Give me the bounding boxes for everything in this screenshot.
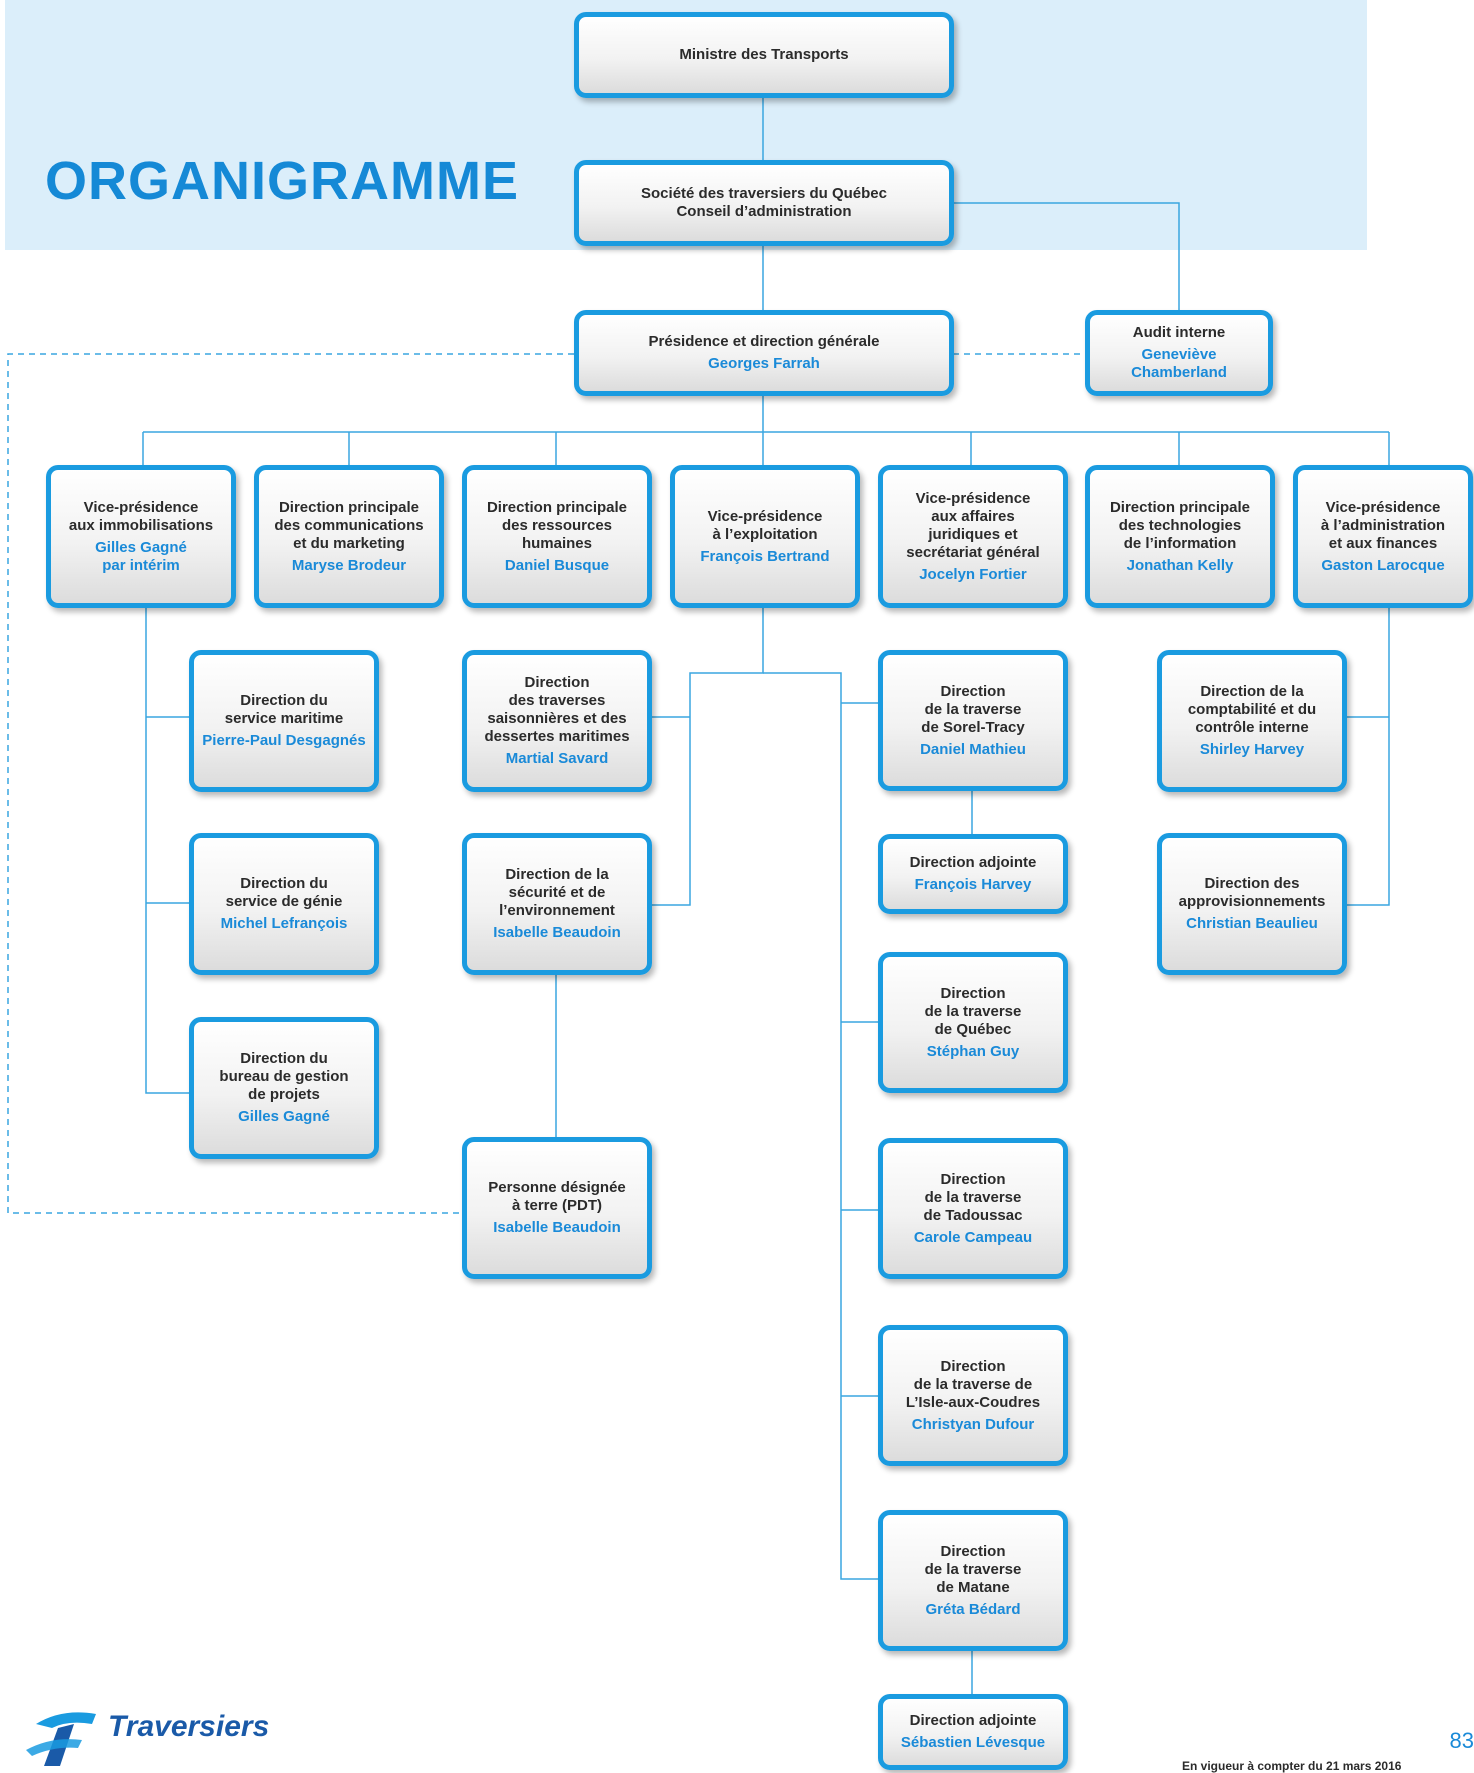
box-person-name: Daniel Mathieu xyxy=(920,740,1026,758)
dp-technologies-box[interactable]: Direction principale des technologies de… xyxy=(1085,465,1275,608)
vp-exploitation-box[interactable]: Vice-présidence à l’exploitation Françoi… xyxy=(670,465,860,608)
vp-administration-box[interactable]: Vice-présidence à l’administration et au… xyxy=(1293,465,1473,608)
box-title: Direction du service de génie xyxy=(225,875,343,910)
traverse-isle-aux-coudres-box[interactable]: Direction de la traverse de L’Isle-aux-C… xyxy=(878,1325,1068,1466)
traverse-sorel-tracy-box[interactable]: Direction de la traverse de Sorel-Tracy … xyxy=(878,650,1068,791)
traversiers-logo: Traversiers xyxy=(22,1706,292,1768)
conseil-box[interactable]: Société des traversiers du Québec Consei… xyxy=(574,160,954,246)
page-number: 83 xyxy=(1449,1728,1474,1753)
box-title: Direction du service maritime xyxy=(224,692,344,727)
securite-environnement-box[interactable]: Direction de la sécurité et de l’environ… xyxy=(462,833,652,975)
box-title: Direction de la traverse de Tadoussac xyxy=(923,1170,1023,1224)
personne-designee-terre-box[interactable]: Personne désignée à terre (PDT) Isabelle… xyxy=(462,1137,652,1279)
box-person-name: Martial Savard xyxy=(505,750,609,767)
comptabilite-controle-box[interactable]: Direction de la comptabilité et du contr… xyxy=(1157,650,1347,792)
box-title: Direction du bureau de gestion de projet… xyxy=(219,1050,349,1103)
box-person-name: Stéphan Guy xyxy=(926,1042,1020,1060)
box-title: Vice-présidence aux affaires juridiques … xyxy=(906,489,1040,561)
box-person-name: Isabelle Beaudoin xyxy=(493,1219,621,1236)
box-person-name: Georges Farrah xyxy=(708,355,820,372)
box-person-name: Shirley Harvey xyxy=(1199,741,1305,758)
box-title: Vice-présidence à l’exploitation xyxy=(707,507,823,543)
box-title: Ministre des Transports xyxy=(679,46,849,63)
box-title: Direction principale des technologies de… xyxy=(1109,498,1251,552)
audit-box[interactable]: Audit interne Geneviève Chamberland xyxy=(1085,310,1273,396)
box-person-name: Carole Campeau xyxy=(913,1228,1033,1246)
box-title: Direction adjointe xyxy=(909,1712,1037,1729)
box-person-name: Jocelyn Fortier xyxy=(919,565,1027,583)
logo-wordmark: Traversiers xyxy=(108,1710,270,1743)
box-person-name: Isabelle Beaudoin xyxy=(493,924,621,941)
box-title: Direction de la traverse de Québec xyxy=(924,984,1022,1038)
adjointe-matane-box[interactable]: Direction adjointe Sébastien Lévesque xyxy=(878,1694,1068,1770)
box-title: Direction adjointe xyxy=(909,854,1037,871)
box-title: Direction principale des communications … xyxy=(274,498,424,552)
vp-affaires-juridiques-box[interactable]: Vice-présidence aux affaires juridiques … xyxy=(878,465,1068,608)
box-person-name: Gilles Gagné par intérim xyxy=(95,538,187,574)
box-title: Direction de la traverse de L’Isle-aux-C… xyxy=(905,1357,1041,1411)
box-title: Direction de la traverse de Matane xyxy=(924,1542,1022,1596)
box-title: Direction principale des ressources huma… xyxy=(486,498,628,552)
box-title: Personne désignée à terre (PDT) xyxy=(488,1179,626,1214)
page-title: ORGANIGRAMME xyxy=(45,151,519,211)
dp-communications-box[interactable]: Direction principale des communications … xyxy=(254,465,444,608)
box-title: Société des traversiers du Québec Consei… xyxy=(641,185,887,220)
box-title: Direction de la comptabilité et du contr… xyxy=(1187,683,1317,736)
box-person-name: François Harvey xyxy=(914,876,1032,893)
box-title: Direction des traverses saisonnières et … xyxy=(484,674,630,745)
box-title: Présidence et direction générale xyxy=(648,333,880,350)
bureau-gestion-projets-box[interactable]: Direction du bureau de gestion de projet… xyxy=(189,1017,379,1159)
box-title: Direction de la traverse de Sorel-Tracy xyxy=(921,682,1025,736)
box-title: Audit interne xyxy=(1132,324,1226,341)
service-genie-box[interactable]: Direction du service de génie Michel Lef… xyxy=(189,833,379,975)
traverse-quebec-box[interactable]: Direction de la traverse de Québec Stéph… xyxy=(878,952,1068,1093)
adjointe-sorel-box[interactable]: Direction adjointe François Harvey xyxy=(878,834,1068,914)
traverses-saisonnieres-box[interactable]: Direction des traverses saisonnières et … xyxy=(462,650,652,792)
box-title: Vice-présidence aux immobilisations xyxy=(68,498,214,534)
box-person-name: François Bertrand xyxy=(700,547,830,565)
dp-ressources-humaines-box[interactable]: Direction principale des ressources huma… xyxy=(462,465,652,608)
box-person-name: Geneviève Chamberland xyxy=(1131,346,1227,381)
traverse-matane-box[interactable]: Direction de la traverse de Matane Gréta… xyxy=(878,1510,1068,1651)
box-person-name: Maryse Brodeur xyxy=(291,556,407,574)
box-person-name: Pierre-Paul Desgagnés xyxy=(202,732,366,749)
box-person-name: Gaston Larocque xyxy=(1321,556,1445,574)
traverse-tadoussac-box[interactable]: Direction de la traverse de Tadoussac Ca… xyxy=(878,1138,1068,1279)
stq-logo-icon xyxy=(26,1712,96,1766)
box-title: Direction de la sécurité et de l’environ… xyxy=(499,866,615,919)
box-person-name: Gilles Gagné xyxy=(238,1108,330,1125)
ministre-box[interactable]: Ministre des Transports xyxy=(574,12,954,98)
box-person-name: Michel Lefrançois xyxy=(220,915,348,932)
box-person-name: Christian Beaulieu xyxy=(1186,915,1318,932)
box-person-name: Jonathan Kelly xyxy=(1126,556,1234,574)
box-person-name: Christyan Dufour xyxy=(911,1415,1035,1433)
effective-date-note: En vigueur à compter du 21 mars 2016 xyxy=(1182,1759,1402,1773)
box-title: Direction des approvisionnements xyxy=(1178,875,1326,910)
service-maritime-box[interactable]: Direction du service maritime Pierre-Pau… xyxy=(189,650,379,792)
box-person-name: Gréta Bédard xyxy=(925,1600,1021,1618)
approvisionnements-box[interactable]: Direction des approvisionnements Christi… xyxy=(1157,833,1347,975)
presidence-box[interactable]: Présidence et direction générale Georges… xyxy=(574,310,954,396)
vp-immobilisations-box[interactable]: Vice-présidence aux immobilisations Gill… xyxy=(46,465,236,608)
box-person-name: Daniel Busque xyxy=(504,556,610,574)
box-person-name: Sébastien Lévesque xyxy=(900,1734,1046,1751)
box-title: Vice-présidence à l’administration et au… xyxy=(1320,498,1446,552)
